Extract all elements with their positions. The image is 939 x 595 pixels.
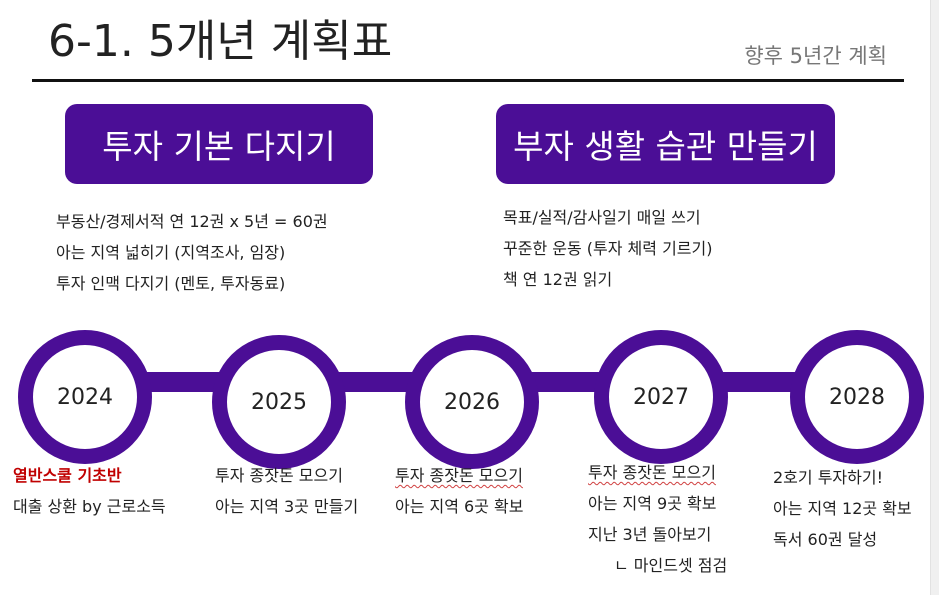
goal-badge-label: 투자 기본 다지기	[102, 127, 336, 166]
plan-2025: 투자 종잣돈 모으기 아는 지역 3곳 만들기	[215, 460, 358, 522]
year-node-2024: 2024	[18, 330, 152, 464]
plan-item: 아는 지역 6곳 확보	[395, 497, 524, 516]
plan-item: 투자 종잣돈 모으기	[588, 463, 716, 482]
plan-item: 2호기 투자하기!	[773, 468, 883, 487]
plan-subitem: ㄴ 마인드셋 점검	[614, 556, 728, 575]
goal-item: 부동산/경제서적 연 12권 x 5년 = 60권	[56, 212, 328, 231]
goal-badge-wealth-habits: 부자 생활 습관 만들기	[496, 104, 835, 184]
goal-item: 꾸준한 운동 (투자 체력 기르기)	[503, 239, 713, 258]
goal-list-investment-basics: 부동산/경제서적 연 12권 x 5년 = 60권 아는 지역 넓히기 (지역조…	[56, 206, 328, 299]
goal-item: 목표/실적/감사일기 매일 쓰기	[503, 208, 701, 227]
plan-item: 독서 60권 달성	[773, 530, 878, 549]
year-label: 2025	[251, 389, 307, 415]
plan-item: 지난 3년 돌아보기	[588, 525, 712, 544]
goal-item: 아는 지역 넓히기 (지역조사, 임장)	[56, 243, 286, 262]
year-node-2027: 2027	[594, 330, 728, 464]
goal-badge-investment-basics: 투자 기본 다지기	[65, 104, 373, 184]
year-node-2025: 2025	[212, 335, 346, 469]
plan-item: 투자 종잣돈 모으기	[395, 466, 523, 485]
page-title: 6-1. 5개년 계획표	[48, 16, 393, 67]
plan-item: 아는 지역 12곳 확보	[773, 499, 912, 518]
year-node-2026: 2026	[405, 335, 539, 469]
year-label: 2026	[444, 389, 500, 415]
plan-item: 투자 종잣돈 모으기	[215, 466, 343, 485]
year-node-2028: 2028	[790, 330, 924, 464]
plan-2026: 투자 종잣돈 모으기 아는 지역 6곳 확보	[395, 460, 523, 522]
plan-item: 아는 지역 9곳 확보	[588, 494, 717, 513]
plan-item: 아는 지역 3곳 만들기	[215, 497, 359, 516]
vertical-scrollbar[interactable]	[930, 0, 939, 595]
goal-badge-label: 부자 생활 습관 만들기	[513, 127, 818, 166]
goal-item: 투자 인맥 다지기 (멘토, 투자동료)	[56, 274, 286, 293]
year-label: 2024	[57, 384, 113, 410]
plan-item-highlight: 열반스쿨 기초반	[13, 466, 122, 485]
page-subtitle: 향후 5년간 계획	[744, 44, 887, 68]
plan-2027: 투자 종잣돈 모으기 아는 지역 9곳 확보 지난 3년 돌아보기 ㄴ 마인드셋…	[588, 457, 727, 581]
goal-list-wealth-habits: 목표/실적/감사일기 매일 쓰기 꾸준한 운동 (투자 체력 기르기) 책 연 …	[503, 202, 712, 295]
plan-item: 대출 상환 by 근로소득	[13, 497, 166, 516]
goal-item: 책 연 12권 읽기	[503, 270, 613, 289]
plan-2028: 2호기 투자하기! 아는 지역 12곳 확보 독서 60권 달성	[773, 462, 912, 555]
year-label: 2028	[829, 384, 885, 410]
title-divider	[32, 79, 904, 82]
year-label: 2027	[633, 384, 689, 410]
plan-2024: 열반스쿨 기초반 대출 상환 by 근로소득	[13, 460, 166, 522]
